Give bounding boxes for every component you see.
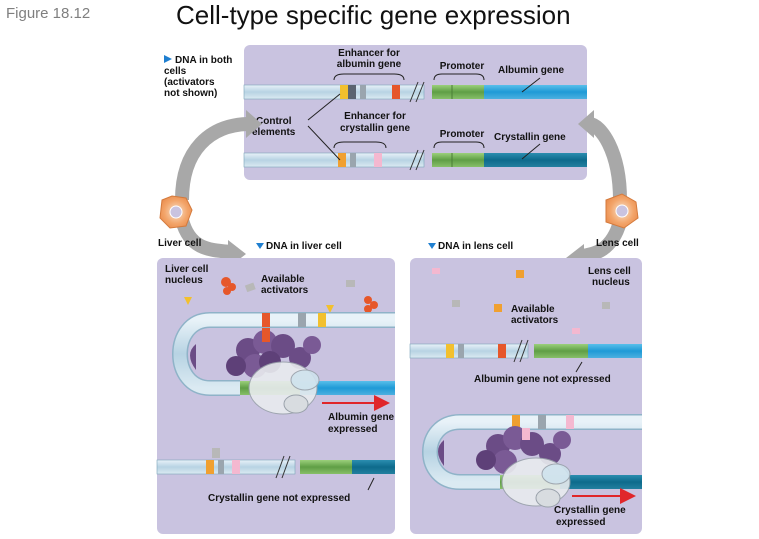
liver-expressed-label-1: Albumin gene [328, 412, 395, 423]
lens-nucleus-label-2: nucleus [592, 277, 630, 288]
lens-panel-heading: DNA in lens cell [438, 241, 513, 252]
dna-both-cells-line-1: DNA in both [175, 55, 232, 66]
figure-label: Figure 18.12 [6, 5, 91, 22]
lens-nucleus-label-1: Lens cell [588, 266, 631, 277]
promoter-top-label: Promoter [440, 61, 485, 72]
crystallin-gene-label: Crystallin gene [494, 132, 566, 143]
promoter-top-bracket [433, 73, 485, 81]
enhancer-crystallin-label-2: crystallin gene [340, 123, 410, 134]
liver-nucleus-label-2: nucleus [165, 275, 203, 286]
liver-looped-dna [172, 312, 395, 396]
lens-cell-label: Lens cell [596, 238, 639, 249]
liver-transcription-complex [190, 328, 321, 415]
lens-expressed-label-1: Crystallin gene [554, 505, 626, 516]
albumin-leader [521, 77, 541, 93]
enhancer-albumin-label-2: albumin gene [337, 59, 402, 70]
liver-crystallin-strand [156, 448, 395, 491]
enhancer-albumin-bracket [333, 73, 405, 81]
crystallin-leader [521, 143, 541, 160]
control-elements-label-2: elements [252, 127, 296, 138]
activator-molecules [184, 277, 378, 313]
control-leader-bottom [307, 125, 341, 161]
liver-nucleus-label-1: Liver cell [165, 264, 209, 275]
promoter-bottom-bracket [433, 141, 485, 149]
liver-expressed-label-2: expressed [328, 424, 377, 435]
page-title: Cell-type specific gene expression [176, 0, 571, 30]
triangle-marker-icon [164, 55, 172, 63]
liver-cell-icon [159, 195, 193, 229]
enhancer-crystallin-label-1: Enhancer for [344, 111, 406, 122]
dna-both-cells-line-3: (activators [164, 77, 215, 88]
lens-albumin-strand [409, 339, 642, 373]
liver-activators-label-2: activators [261, 285, 309, 296]
promoter-bottom-label: Promoter [440, 129, 485, 140]
lens-activators-label-2: activators [511, 315, 559, 326]
triangle-marker-icon [256, 243, 264, 249]
lens-not-expressed-label: Albumin gene not expressed [474, 374, 611, 385]
lens-panel-background [410, 258, 642, 534]
liver-cell-label: Liver cell [158, 238, 202, 249]
liver-not-expressed-label: Crystallin gene not expressed [208, 493, 350, 504]
dna-both-cells-line-2: cells [164, 66, 187, 77]
arrow-liver-down [175, 217, 233, 259]
arrow-top-left-head [246, 110, 262, 138]
control-elements-label-1: Control [256, 116, 292, 127]
control-leader-top [307, 93, 341, 121]
arrow-top-right [587, 117, 627, 201]
lens-activators-label-1: Available [511, 304, 555, 315]
lens-expressed-label-2: expressed [556, 517, 605, 528]
activator-molecules [432, 268, 610, 334]
dna-both-cells-line-4: not shown) [164, 88, 217, 99]
triangle-marker-icon [428, 243, 436, 249]
arrow-top-left [175, 117, 249, 201]
enhancer-crystallin-bracket [333, 141, 387, 149]
liver-activators-label-1: Available [261, 274, 305, 285]
dna-strand-crystallin [243, 149, 587, 171]
lens-transcription-complex [438, 426, 571, 508]
enhancer-albumin-label-1: Enhancer for [338, 48, 400, 59]
top-panel-background [244, 45, 587, 180]
liver-panel-heading: DNA in liver cell [266, 241, 342, 252]
lens-cell-icon [605, 193, 639, 229]
dna-strand-albumin [243, 81, 587, 103]
arrow-top-right-head [578, 110, 594, 138]
albumin-gene-label: Albumin gene [498, 65, 565, 76]
